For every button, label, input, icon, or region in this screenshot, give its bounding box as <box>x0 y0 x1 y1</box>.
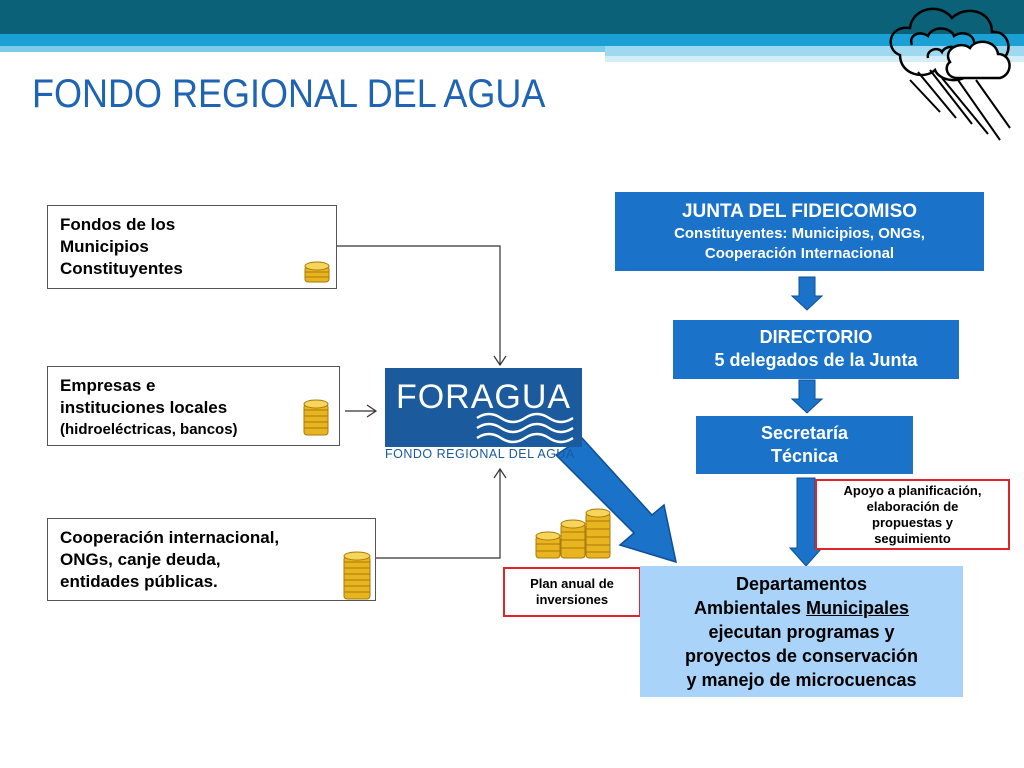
coin-stack-icon <box>304 261 330 283</box>
directorio-title: DIRECTORIO <box>759 327 873 347</box>
source-line: Fondos de los <box>60 215 176 234</box>
departamentos-line-2: Ambientales Municipales <box>640 596 963 620</box>
departamentos-line: Departamentos <box>735 574 868 594</box>
coin-stack-icon <box>535 508 611 559</box>
plan-line: Plan anual de <box>530 576 614 591</box>
source-box-empresas: Empresas e instituciones locales (hidroe… <box>47 366 340 446</box>
rain-cloud-icon <box>889 7 1011 141</box>
down-arrow-icon <box>790 276 824 311</box>
wave-icon <box>476 412 574 444</box>
apoyo-line: elaboración de <box>866 499 959 514</box>
header-band-blue <box>0 34 1024 46</box>
connector-arrowhead-top <box>493 355 507 367</box>
departamentos-line: ejecutan programas y <box>708 622 895 642</box>
plan-note: Plan anual de inversiones <box>503 567 641 617</box>
header-band-light <box>0 46 605 52</box>
apoyo-note: Apoyo a planificación, elaboración de pr… <box>815 479 1010 550</box>
departamentos-box: Departamentos Ambientales Municipales ej… <box>640 566 963 697</box>
header-band-pale-right <box>605 56 1024 62</box>
source-line: instituciones locales <box>60 398 228 417</box>
source-line: Municipios <box>60 237 149 256</box>
connector-line-top <box>336 245 501 364</box>
coin-stack-icon <box>343 551 371 600</box>
header-band-dark <box>0 0 1024 34</box>
source-line: entidades públicas. <box>60 572 218 591</box>
header-band-light-right <box>605 46 1024 56</box>
down-arrow-icon <box>790 379 824 414</box>
source-line: Constituyentes <box>60 259 183 278</box>
logo-name: FORAGUA <box>395 378 572 416</box>
directorio-line: 5 delegados de la Junta <box>714 350 918 370</box>
connector-line-bottom <box>376 470 501 559</box>
departamentos-line: y manejo de microcuencas <box>686 670 917 690</box>
junta-line: Cooperación Internacional <box>704 245 895 262</box>
source-box-municipios: Fondos de los Municipios Constituyentes <box>47 205 337 289</box>
directorio-box: DIRECTORIO 5 delegados de la Junta <box>673 320 959 379</box>
apoyo-line: propuestas y <box>872 515 953 530</box>
source-box-cooperacion: Cooperación internacional, ONGs, canje d… <box>47 518 376 601</box>
logo-subtitle: FONDO REGIONAL DEL AGUA <box>385 447 575 461</box>
junta-box: JUNTA DEL FIDEICOMISO Constituyentes: Mu… <box>615 192 984 271</box>
junta-title: JUNTA DEL FIDEICOMISO <box>681 201 918 222</box>
plan-line: inversiones <box>535 592 609 607</box>
source-line: Empresas e <box>60 376 156 395</box>
diagonal-flow-arrow <box>554 437 677 564</box>
page-title: FONDO REGIONAL DEL AGUA <box>32 72 546 116</box>
apoyo-line: Apoyo a planificación, <box>843 483 982 498</box>
secretaria-box: Secretaría Técnica <box>696 416 913 474</box>
connector-arrowhead-middle <box>366 404 378 418</box>
source-note: (hidroeléctricas, bancos) <box>60 421 238 438</box>
departamentos-line: proyectos de conservación <box>684 646 919 666</box>
source-line: ONGs, canje deuda, <box>60 550 221 569</box>
departamentos-text: Ambientales <box>693 598 806 618</box>
secretaria-line: Secretaría <box>760 423 849 443</box>
foragua-logo: FORAGUA <box>385 368 582 447</box>
junta-line: Constituyentes: Municipios, ONGs, <box>674 225 925 242</box>
source-line: Cooperación internacional, <box>60 528 280 547</box>
connector-arrowhead-bottom <box>493 467 507 479</box>
coin-stack-icon <box>303 399 329 436</box>
apoyo-line: seguimiento <box>874 531 951 546</box>
secretaria-line: Técnica <box>770 446 839 466</box>
departamentos-underlined: Municipales <box>806 598 910 618</box>
